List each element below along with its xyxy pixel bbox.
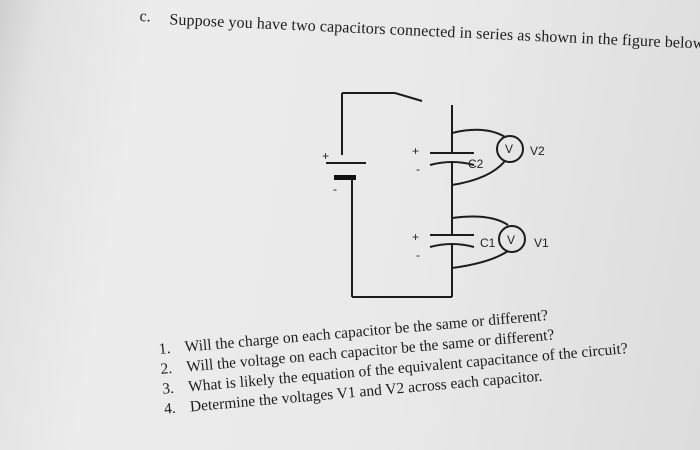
problem-label: c. [139,8,152,26]
v1-lead-top [451,215,509,226]
c2-plus-sign: + [412,144,419,158]
v2-label: V2 [530,144,545,158]
v2-lead-bottom [451,160,506,186]
c1-plus-sign: + [412,230,419,244]
problem-statement: Suppose you have two capacitors connecte… [169,11,700,53]
switch-blade [394,92,423,102]
question-number: 4. [163,399,177,418]
voltmeter-v2 [496,135,524,163]
voltmeter-v2-letter: V [505,142,513,156]
question-number: 1. [158,339,172,358]
question-list: 1. Will the charge on each capacitor be … [158,293,700,420]
battery-minus-sign: - [333,182,337,196]
voltmeter-v1 [498,225,526,253]
question-number: 2. [159,359,173,378]
v1-label: V1 [534,236,549,250]
v1-lead-bottom [451,250,509,269]
battery-short-plate [334,175,356,180]
battery-plus-sign: + [322,149,329,163]
v2-lead-top [451,128,506,138]
c1-label: C1 [480,236,496,250]
circuit-diagram: + - + - C2 + - C1 V V V2 V1 [322,92,549,298]
c2-label: C2 [468,157,484,171]
problem-heading: c. Suppose you have two capacitors conne… [138,8,700,83]
c2-minus-sign: - [416,162,420,176]
question-number: 3. [161,379,175,398]
voltmeter-v1-letter: V [507,233,515,247]
c1-minus-sign: - [416,248,420,262]
